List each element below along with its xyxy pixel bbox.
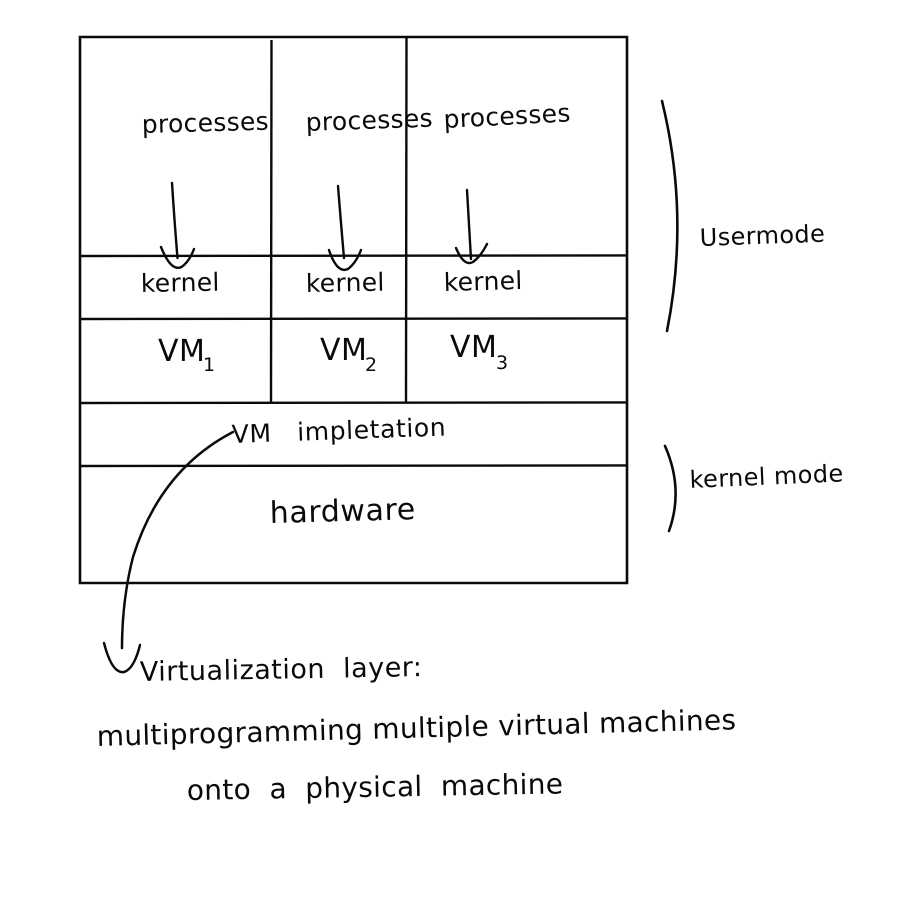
kernel-label-3: kernel bbox=[443, 266, 523, 297]
processes-label-3: processes bbox=[443, 98, 572, 134]
pointer-arrow-head-icon bbox=[102, 641, 142, 674]
usermode-brace-group: Usermode bbox=[660, 99, 826, 333]
usermode-brace-icon bbox=[660, 99, 679, 333]
usermode-label: Usermode bbox=[699, 220, 825, 252]
annotation-line-2: onto a physical machine bbox=[187, 767, 564, 807]
processes-label-1: processes bbox=[141, 107, 269, 139]
arrow-processes-to-kernel-2 bbox=[327, 184, 363, 271]
vm-implementation-label: VM impletation bbox=[231, 413, 447, 449]
arrow-shaft-1 bbox=[170, 181, 179, 260]
arrow-processes-to-kernel-3 bbox=[454, 188, 489, 265]
arrow-shaft-2 bbox=[336, 184, 346, 260]
kernel-label-1: kernel bbox=[141, 268, 220, 298]
kernelmode-label: kernel mode bbox=[689, 459, 844, 494]
kernel-label-2: kernel bbox=[306, 268, 385, 298]
divider-vm-vmimpl bbox=[79, 401, 628, 405]
vm-subscript-3: 3 bbox=[496, 352, 508, 374]
hardware-row: hardware bbox=[269, 492, 416, 531]
column-vm1: processes kernel VM 1 bbox=[141, 107, 270, 376]
divider-col2-col3 bbox=[404, 37, 408, 403]
hardware-label: hardware bbox=[269, 492, 416, 531]
annotation-line-1: multiprogramming multiple virtual machin… bbox=[96, 703, 736, 753]
vertical-dividers bbox=[269, 37, 408, 403]
vm-implementation-row: VM impletation bbox=[231, 413, 447, 449]
annotation-block: Virtualization layer: multiprogramming m… bbox=[96, 652, 736, 807]
vm-label-1: VM bbox=[158, 334, 205, 369]
vm-subscript-2: 2 bbox=[365, 354, 377, 376]
processes-label-2: processes bbox=[305, 104, 433, 137]
pointer-curve bbox=[120, 430, 235, 650]
arrow-shaft-3 bbox=[465, 188, 473, 261]
divider-kernel-vm bbox=[79, 317, 628, 321]
column-vm3: processes kernel VM 3 bbox=[443, 98, 572, 374]
divider-vmimpl-hardware bbox=[79, 464, 628, 468]
arrow-head-1 bbox=[159, 245, 196, 269]
arrow-head-2 bbox=[327, 248, 363, 271]
outer-box bbox=[78, 35, 629, 585]
arrow-head-3 bbox=[454, 242, 489, 265]
divider-col1-col2 bbox=[269, 39, 273, 403]
column-vm2: processes kernel VM 2 bbox=[305, 104, 433, 376]
outer-box-outline bbox=[78, 35, 629, 585]
kernelmode-brace-icon bbox=[663, 444, 677, 533]
arrow-processes-to-kernel-1 bbox=[159, 181, 196, 269]
horizontal-dividers bbox=[79, 254, 628, 468]
vm-subscript-1: 1 bbox=[203, 354, 215, 376]
divider-processes-kernel bbox=[79, 254, 628, 258]
vm-label-3: VM bbox=[450, 330, 497, 365]
vm-to-annotation-pointer bbox=[102, 430, 235, 674]
kernelmode-brace-group: kernel mode bbox=[663, 444, 844, 533]
vm-label-2: VM bbox=[320, 333, 367, 368]
annotation-heading: Virtualization layer: bbox=[140, 652, 423, 688]
